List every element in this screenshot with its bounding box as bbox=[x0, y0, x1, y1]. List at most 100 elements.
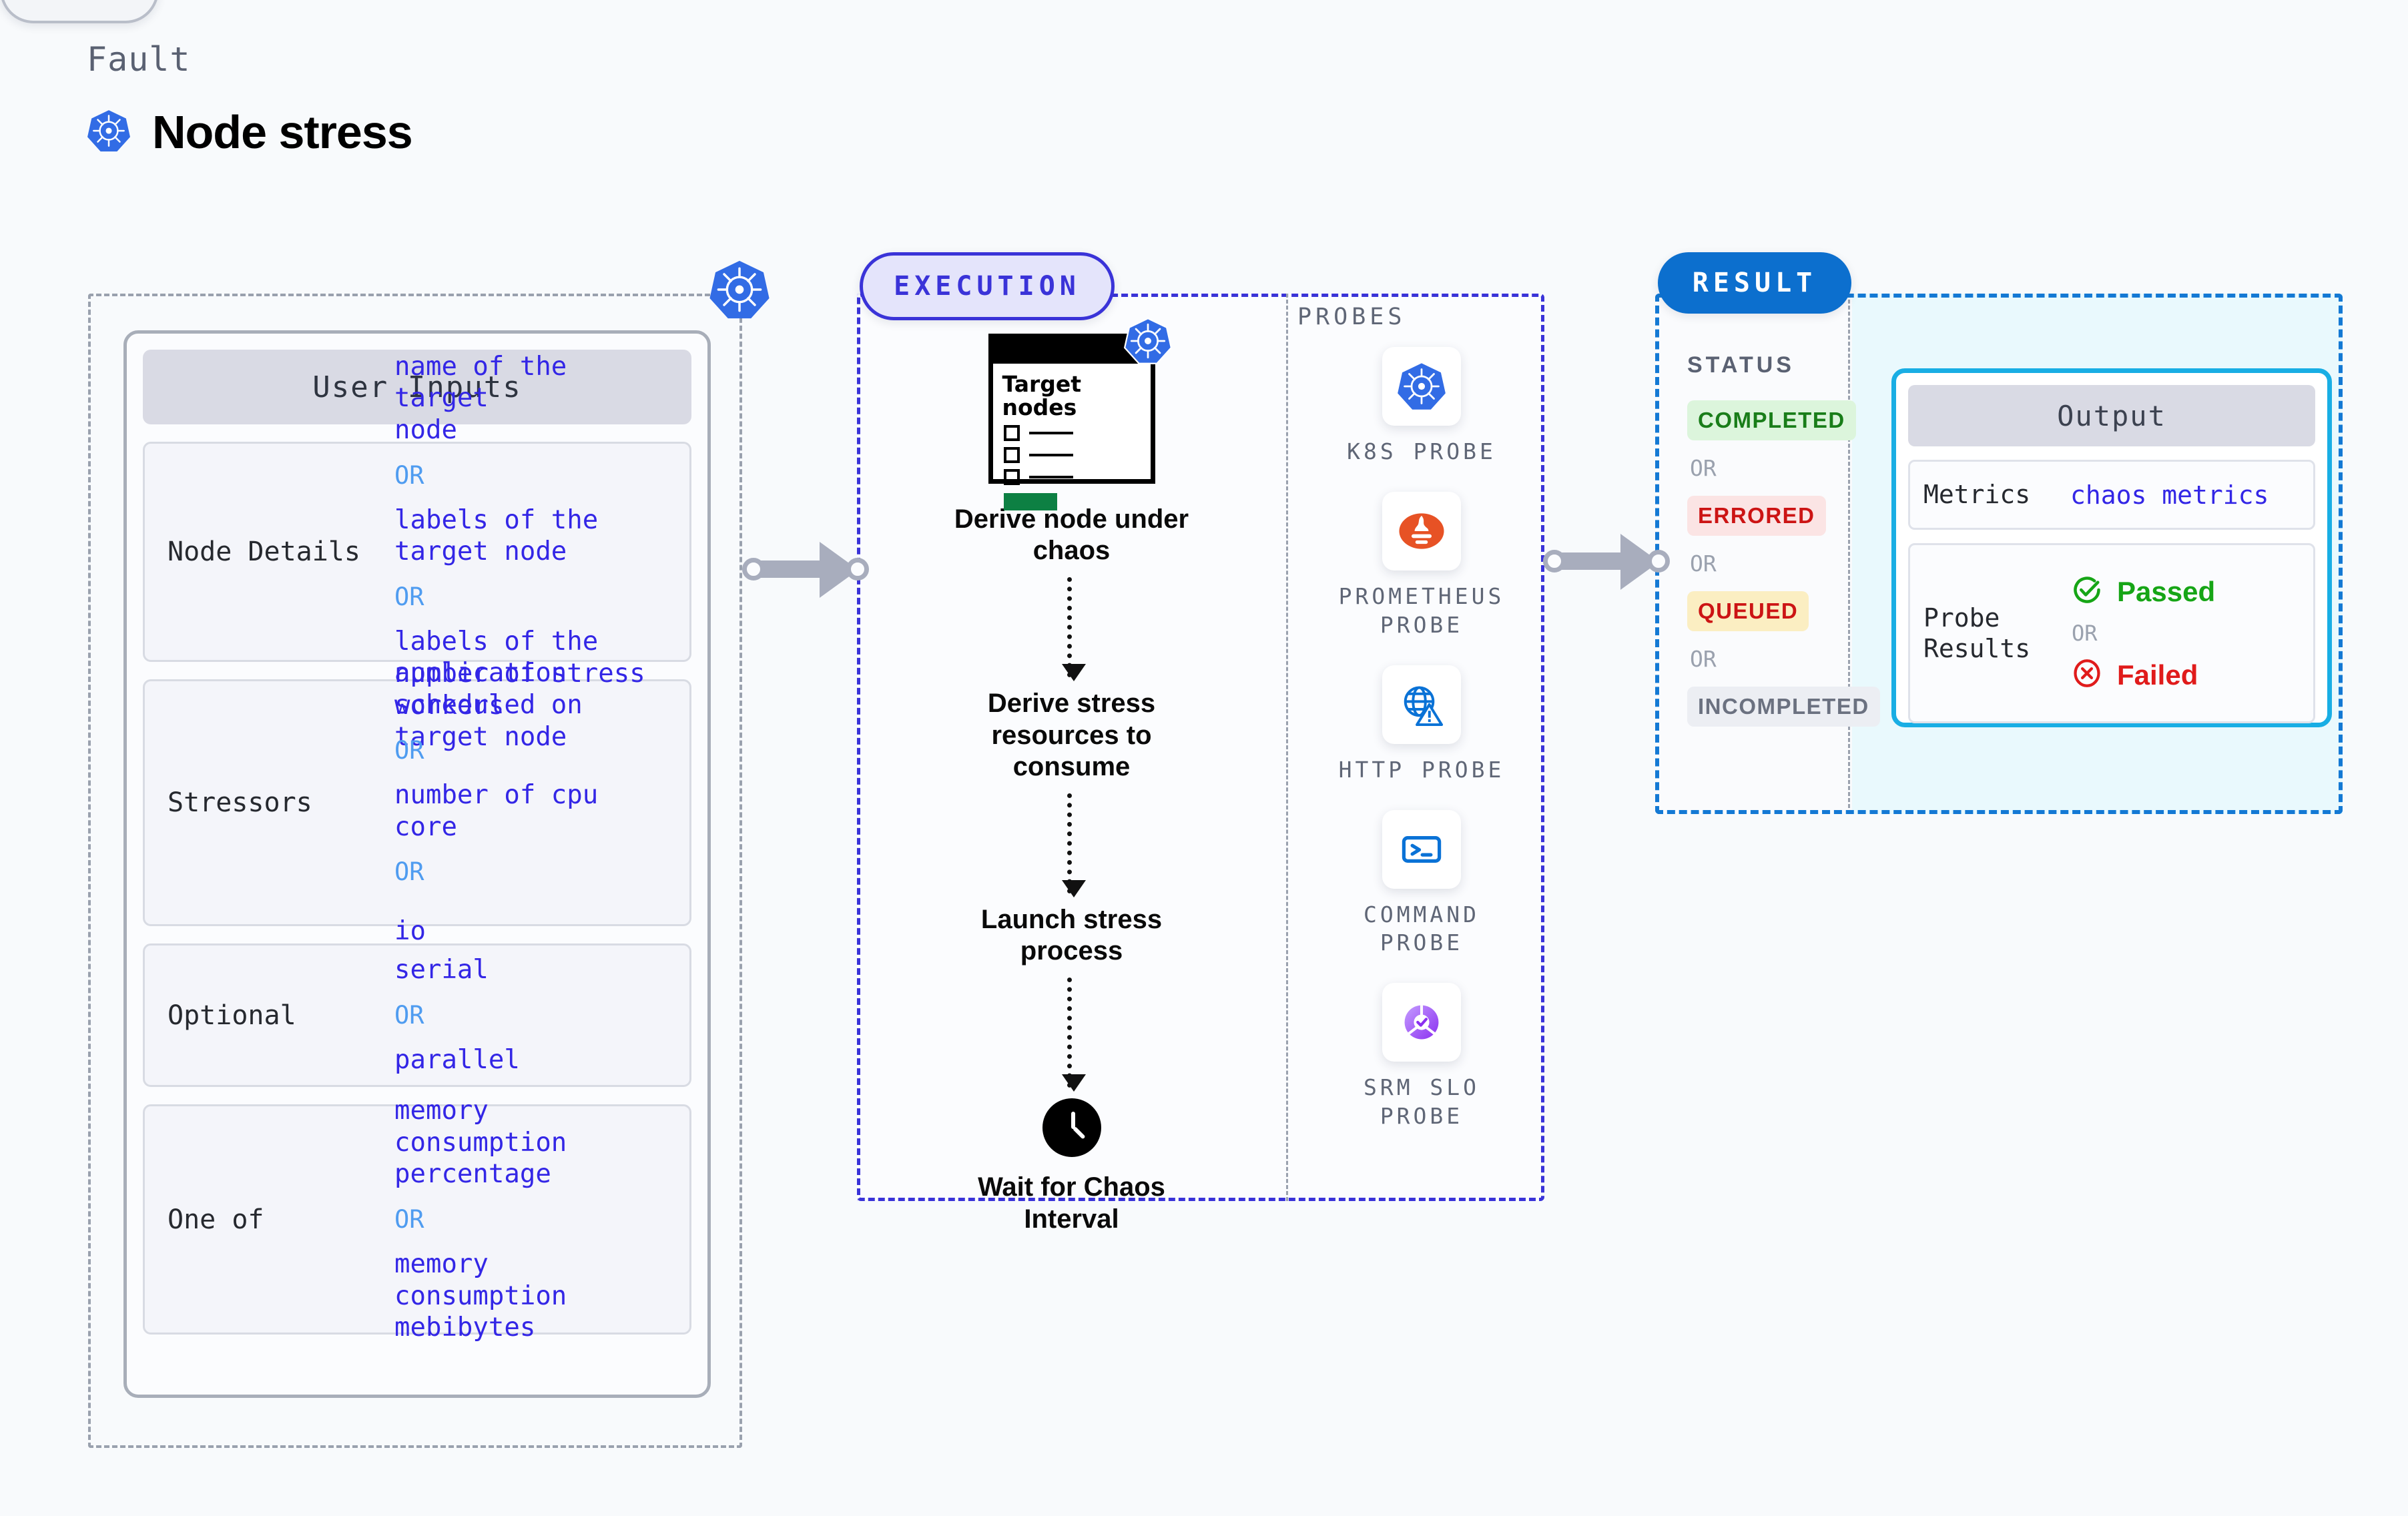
metrics-value: chaos metrics bbox=[2070, 480, 2269, 510]
or-separator: OR bbox=[2072, 621, 2098, 646]
input-value: memory consumption mebibytes bbox=[394, 1249, 567, 1343]
target-nodes-title: Target nodes bbox=[1002, 371, 1082, 420]
output-group-metrics: Metrics chaos metrics bbox=[1908, 460, 2315, 530]
probes-label: PROBES bbox=[1297, 304, 1406, 330]
probe-item-srm-slo[interactable]: SRM SLO PROBE bbox=[1364, 983, 1480, 1131]
progress-bar bbox=[1003, 493, 1057, 511]
kubernetes-icon bbox=[1382, 347, 1461, 426]
input-value: labels of the application scheduled on t… bbox=[394, 626, 599, 752]
x-circle-icon bbox=[2070, 657, 2104, 693]
connector-dot bbox=[846, 558, 869, 581]
input-value: number of stress workers bbox=[394, 659, 645, 721]
passed-label: Passed bbox=[2117, 575, 2216, 607]
probe-item-http[interactable]: HTTP PROBE bbox=[1339, 665, 1505, 785]
execution-flow: Target nodes Derive node under chaos Der… bbox=[857, 318, 1286, 1235]
status-list: COMPLETED OR ERRORED OR QUEUED OR INCOMP… bbox=[1687, 400, 1880, 727]
status-badge: QUEUED bbox=[1687, 591, 1809, 631]
probe-label: HTTP PROBE bbox=[1338, 756, 1505, 783]
probe-label: SRM SLO PROBE bbox=[1363, 1074, 1480, 1130]
line-placeholder bbox=[1028, 454, 1073, 457]
or-separator: OR bbox=[394, 582, 424, 611]
input-value: parallel bbox=[394, 1045, 520, 1075]
probe-result-passed: Passed bbox=[2070, 573, 2215, 610]
output-group-probe-results: Probe Results Passed OR bbox=[1908, 543, 2315, 723]
flow-step-label: Launch stress process bbox=[980, 904, 1163, 966]
or-separator: OR bbox=[394, 1205, 424, 1234]
probe-item-prometheus[interactable]: PROMETHEUS PROBE bbox=[1338, 491, 1505, 640]
execution-stage-pill[interactable]: EXECUTION bbox=[860, 252, 1115, 320]
tune-stage-label: TUNE bbox=[38, 0, 121, 5]
user-inputs-card: User Inputs Node Details name of the tar… bbox=[123, 330, 711, 1398]
or-separator: OR bbox=[1690, 550, 1717, 577]
line-placeholder bbox=[1028, 432, 1073, 435]
kubernetes-icon bbox=[87, 109, 131, 156]
flow-arrow-icon bbox=[1062, 577, 1086, 682]
fault-label: Fault bbox=[87, 40, 191, 79]
input-group-stressors: Stressors number of stress workers OR nu… bbox=[143, 659, 691, 946]
input-group-node-details: Node Details name of the target node OR … bbox=[143, 352, 691, 752]
input-value: labels of the target node bbox=[394, 504, 599, 567]
kubernetes-icon bbox=[1123, 317, 1172, 365]
result-stage-label: RESULT bbox=[1692, 268, 1817, 298]
probe-item-k8s[interactable]: K8S PROBE bbox=[1347, 347, 1496, 466]
execution-stage-label: EXECUTION bbox=[894, 271, 1081, 302]
clock-icon bbox=[1042, 1098, 1101, 1158]
probe-label: PROMETHEUS PROBE bbox=[1338, 583, 1505, 638]
flow-step-label: Wait for Chaos Interval bbox=[978, 1172, 1165, 1234]
target-nodes-card: Target nodes bbox=[988, 318, 1172, 511]
or-separator: OR bbox=[394, 857, 424, 887]
flow-arrow-icon bbox=[1062, 978, 1086, 1092]
fault-title-row: Node stress bbox=[87, 105, 413, 159]
or-separator: OR bbox=[1690, 455, 1717, 481]
input-value: serial bbox=[394, 955, 489, 986]
flow-step-label: Derive stress resources to consume bbox=[987, 689, 1156, 781]
slo-donut-check-icon bbox=[1382, 983, 1461, 1062]
user-inputs-title: User Inputs bbox=[143, 350, 691, 424]
input-group-key: Optional bbox=[168, 1000, 296, 1031]
card-title-bar bbox=[992, 338, 1151, 364]
kubernetes-icon bbox=[709, 259, 770, 320]
output-card: Output Metrics chaos metrics Probe Resul… bbox=[1891, 368, 2332, 727]
status-badge: ERRORED bbox=[1687, 496, 1826, 536]
input-group-one-of: One of memory consumption percentage OR … bbox=[143, 1096, 691, 1343]
or-separator: OR bbox=[394, 1001, 424, 1030]
prometheus-icon bbox=[1382, 491, 1461, 571]
probe-item-command[interactable]: COMMAND PROBE bbox=[1363, 809, 1480, 958]
probe-label: K8S PROBE bbox=[1347, 438, 1496, 464]
tune-dashed-border bbox=[88, 294, 742, 1448]
probe-label: COMMAND PROBE bbox=[1363, 901, 1480, 956]
execution-probes-divider bbox=[1286, 294, 1288, 1201]
result-stage-pill[interactable]: RESULT bbox=[1658, 252, 1851, 314]
checkbox-icon bbox=[1003, 447, 1020, 464]
globe-warning-icon bbox=[1382, 665, 1461, 744]
probe-results-key: Probe Results bbox=[1923, 603, 2031, 663]
page-title: Node stress bbox=[152, 106, 413, 158]
checkbox-icon bbox=[1003, 469, 1020, 486]
input-value: name of the target node bbox=[394, 351, 567, 446]
flow-step-label: Derive node under chaos bbox=[954, 504, 1189, 566]
input-value: io bbox=[394, 916, 426, 947]
input-group-key: Node Details bbox=[168, 536, 360, 567]
or-separator: OR bbox=[1690, 646, 1717, 672]
flow-arrow-icon bbox=[1062, 793, 1086, 897]
input-value: number of cpu core bbox=[394, 780, 599, 842]
page-header: Fault Node stress bbox=[87, 40, 413, 159]
or-separator: OR bbox=[394, 460, 424, 490]
list-item bbox=[1003, 425, 1151, 442]
list-item bbox=[1003, 447, 1151, 464]
checkbox-icon bbox=[1003, 425, 1020, 442]
output-title: Output bbox=[1908, 385, 2315, 446]
or-separator: OR bbox=[394, 736, 424, 765]
input-group-key: Stressors bbox=[168, 787, 312, 818]
probe-result-failed: Failed bbox=[2070, 657, 2215, 693]
check-circle-icon bbox=[2070, 573, 2104, 610]
input-group-key: One of bbox=[168, 1204, 264, 1235]
status-badge: INCOMPLETED bbox=[1687, 687, 1880, 727]
connector-dot bbox=[1543, 550, 1566, 573]
tune-stage-pill[interactable]: TUNE bbox=[0, 0, 159, 23]
status-label: STATUS bbox=[1687, 352, 1795, 378]
connector-dot bbox=[742, 558, 765, 581]
status-badge: COMPLETED bbox=[1687, 400, 1856, 440]
input-group-optional: Optional serial OR parallel bbox=[143, 943, 691, 1087]
result-status-column bbox=[1655, 294, 1850, 814]
